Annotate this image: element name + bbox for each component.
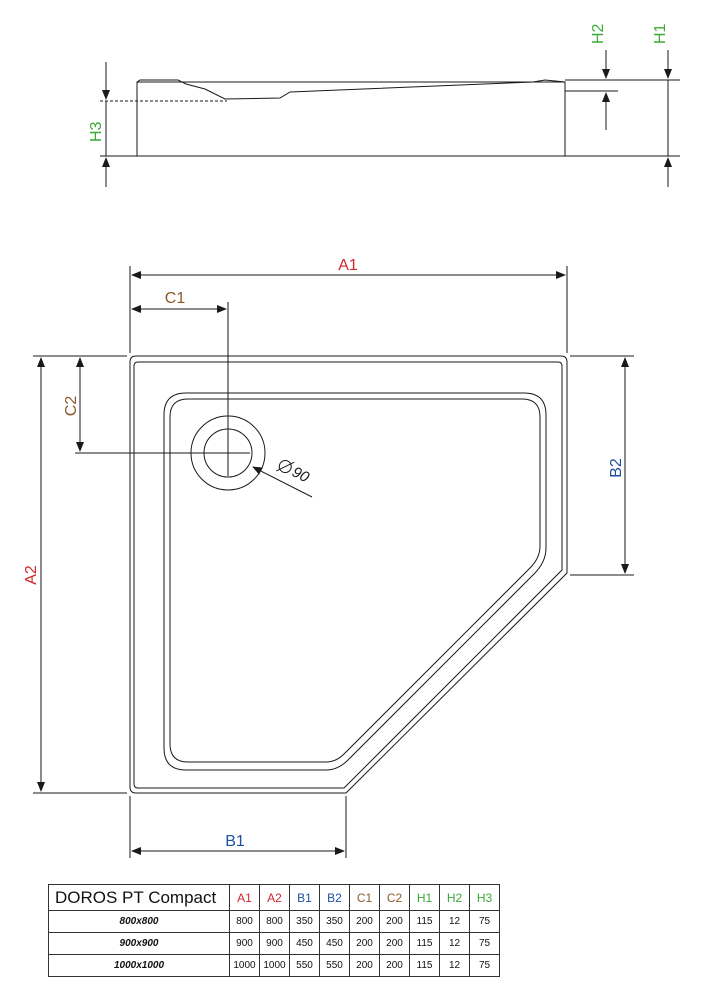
label-h1: H1 xyxy=(652,23,669,44)
table-col-header: A2 xyxy=(259,884,290,911)
value-cell: 200 xyxy=(349,954,380,977)
value-cell: 115 xyxy=(409,932,440,955)
drain-diameter-leader xyxy=(252,466,313,498)
table-col-header: H1 xyxy=(409,884,440,911)
table-row: 800x800 800 800 350 350 200 200 115 12 7… xyxy=(48,910,500,933)
label-b2: B2 xyxy=(608,458,625,478)
value-cell: 12 xyxy=(439,910,470,933)
value-cell: 75 xyxy=(469,954,500,977)
table-col-header: B2 xyxy=(319,884,350,911)
tray-outer-rim-inner xyxy=(133,361,563,789)
table-col-header: B1 xyxy=(289,884,320,911)
label-c2: C2 xyxy=(63,396,80,417)
value-cell: 12 xyxy=(439,932,470,955)
value-cell: 900 xyxy=(259,932,290,955)
table-col-header: A1 xyxy=(229,884,260,911)
value-cell: 450 xyxy=(319,932,350,955)
table-col-header: C1 xyxy=(349,884,380,911)
drain-diameter-label: 90 xyxy=(289,464,312,487)
label-h2: H2 xyxy=(590,23,607,44)
table-col-header: H3 xyxy=(469,884,500,911)
value-cell: 115 xyxy=(409,910,440,933)
value-cell: 800 xyxy=(259,910,290,933)
dimensions-table: DOROS PT Compact A1 A2 B1 B2 C1 C2 H1 H2… xyxy=(48,884,500,977)
table-col-header: H2 xyxy=(439,884,470,911)
label-c1: C1 xyxy=(165,290,186,307)
value-cell: 12 xyxy=(439,954,470,977)
tray-outer-contour xyxy=(129,355,568,794)
table-row: 1000x1000 1000 1000 550 550 200 200 115 … xyxy=(48,954,500,977)
drain-diameter-annotation: 90 xyxy=(276,460,312,487)
value-cell: 115 xyxy=(409,954,440,977)
value-cell: 75 xyxy=(469,932,500,955)
diameter-symbol-slash xyxy=(276,461,295,472)
value-cell: 200 xyxy=(379,954,410,977)
value-cell: 450 xyxy=(289,932,320,955)
label-b1: B1 xyxy=(225,833,245,850)
label-a2: A2 xyxy=(23,565,40,585)
value-cell: 550 xyxy=(319,954,350,977)
value-cell: 1000 xyxy=(229,954,260,977)
model-cell: 900x900 xyxy=(48,932,230,955)
model-cell: 1000x1000 xyxy=(48,954,230,977)
value-cell: 200 xyxy=(349,910,380,933)
label-a1: A1 xyxy=(338,257,358,274)
table-row: 900x900 900 900 450 450 200 200 115 12 7… xyxy=(48,932,500,955)
model-cell: 800x800 xyxy=(48,910,230,933)
table-title: DOROS PT Compact xyxy=(48,884,230,911)
value-cell: 75 xyxy=(469,910,500,933)
value-cell: 350 xyxy=(289,910,320,933)
tray-inner-basin xyxy=(163,392,547,771)
table-col-header: C2 xyxy=(379,884,410,911)
value-cell: 1000 xyxy=(259,954,290,977)
value-cell: 200 xyxy=(379,910,410,933)
side-view xyxy=(100,50,680,187)
value-cell: 350 xyxy=(319,910,350,933)
diameter-symbol-icon xyxy=(278,460,292,474)
table-header-row: DOROS PT Compact A1 A2 B1 B2 C1 C2 H1 H2… xyxy=(48,884,500,911)
value-cell: 200 xyxy=(349,932,380,955)
value-cell: 900 xyxy=(229,932,260,955)
value-cell: 800 xyxy=(229,910,260,933)
tray-side-profile xyxy=(136,79,566,157)
tray-inner-basin-step xyxy=(169,398,541,763)
value-cell: 550 xyxy=(289,954,320,977)
label-h3: H3 xyxy=(88,121,105,142)
value-cell: 200 xyxy=(379,932,410,955)
top-view xyxy=(33,266,634,858)
